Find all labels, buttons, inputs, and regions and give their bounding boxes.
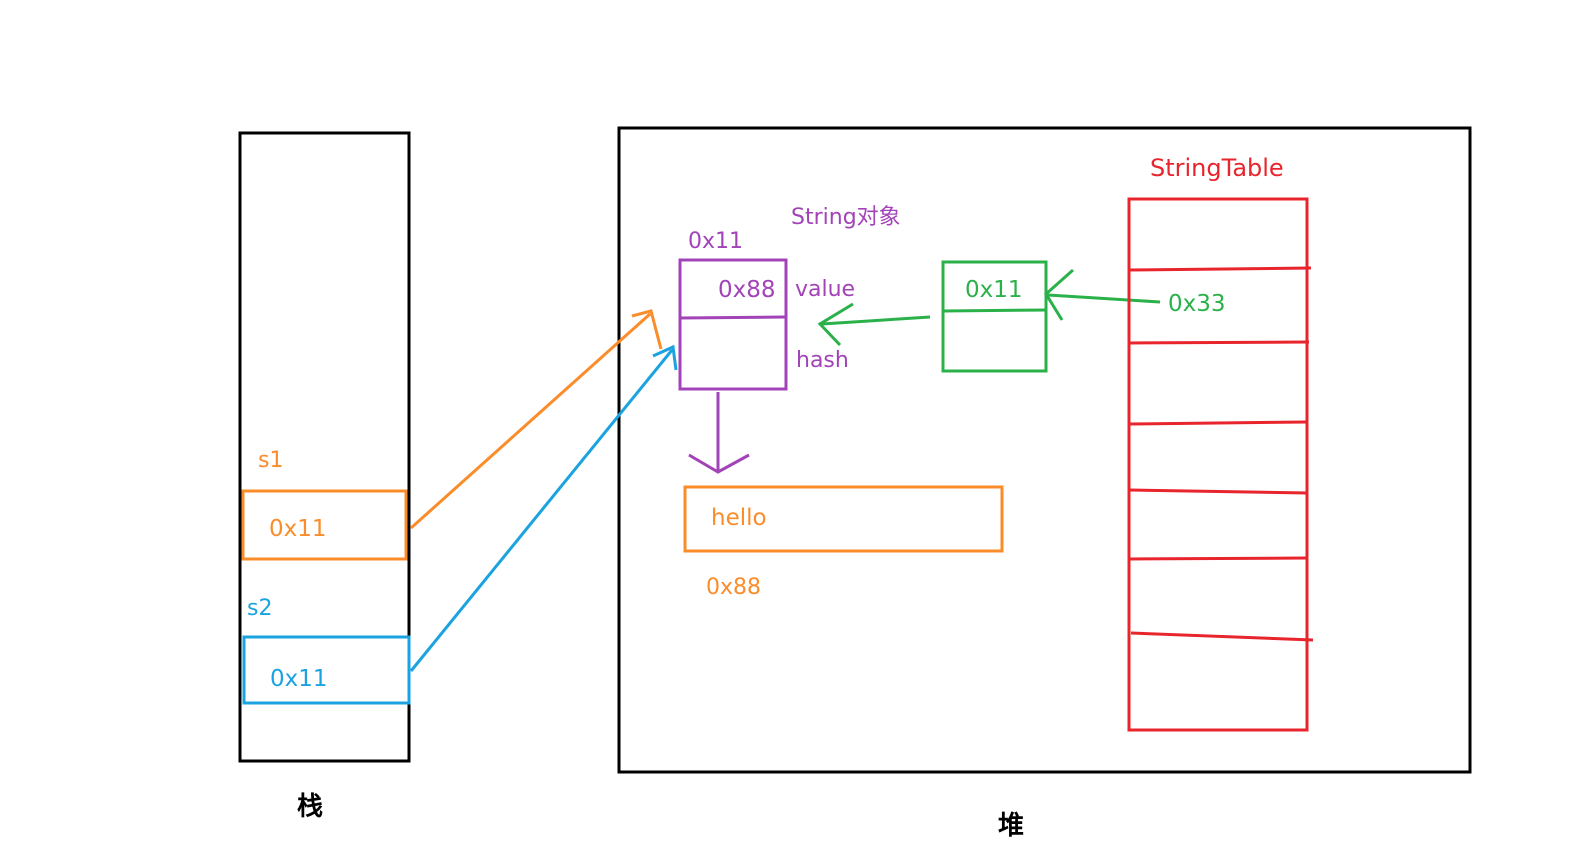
stack-label: 栈 — [297, 792, 324, 822]
value-field-content: 0x88 — [718, 277, 776, 303]
char-array-content: hello — [711, 505, 767, 531]
heap-label: 堆 — [998, 811, 1025, 841]
value-pointer-arrowhead — [688, 453, 750, 474]
s1-reference-line — [409, 312, 652, 530]
char-array-address: 0x88 — [706, 575, 762, 600]
string-table-title: StringTable — [1150, 154, 1284, 182]
stack-frame — [238, 131, 411, 763]
s2-slot — [242, 635, 411, 705]
s1-name-label: s1 — [258, 448, 284, 473]
s2-reference-line — [409, 349, 674, 672]
string-object-divider — [679, 315, 787, 320]
entry-to-object-arrowhead — [817, 302, 854, 347]
string-table-row-line — [1128, 556, 1308, 561]
string-table-row-line — [1128, 420, 1308, 426]
table-entry-divider — [942, 308, 1047, 313]
table-entry-value: 0x11 — [965, 277, 1023, 303]
string-object-title: String对象 — [791, 205, 901, 230]
hash-field-label: hash — [796, 348, 849, 373]
table-to-entry-arrowhead — [1044, 268, 1074, 321]
s2-value-label: 0x11 — [270, 666, 328, 692]
string-table-row-line — [1130, 631, 1314, 642]
s1-slot — [241, 489, 408, 561]
table-entry-box — [941, 260, 1048, 373]
string-table-row-line — [1128, 488, 1308, 495]
s1-reference-arrowhead — [631, 309, 663, 350]
string-object-address: 0x11 — [688, 229, 744, 254]
string-table-row-line — [1128, 340, 1310, 345]
heap-frame — [617, 126, 1472, 774]
string-table-box — [1127, 197, 1309, 732]
entry-to-object-line — [821, 315, 931, 326]
string-table-entry-address: 0x33 — [1168, 291, 1226, 317]
string-object-box — [678, 258, 788, 391]
value-field-label: value — [795, 277, 856, 302]
s1-value-label: 0x11 — [269, 516, 327, 542]
s2-name-label: s2 — [247, 596, 273, 621]
char-array-box — [683, 485, 1004, 553]
string-table-row-line — [1128, 266, 1312, 272]
s2-reference-arrowhead — [652, 344, 678, 371]
table-to-entry-line — [1047, 293, 1161, 304]
